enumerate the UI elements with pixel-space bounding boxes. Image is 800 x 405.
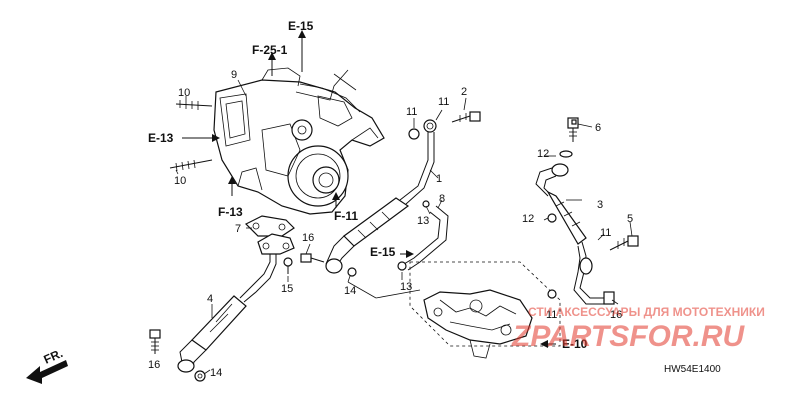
oil-passage-block <box>409 261 561 359</box>
part-number-16: 16 <box>148 359 160 371</box>
ref-f13: F-13 <box>218 205 243 219</box>
bolt-16-lower <box>149 329 161 354</box>
part-number-6: 6 <box>595 122 601 134</box>
part-number-16: 16 <box>610 309 622 321</box>
part-number-9: 9 <box>231 69 237 81</box>
ref-f25-1: F-25-1 <box>252 43 288 57</box>
ref-e10: E-10 <box>562 337 588 351</box>
part-number-16: 16 <box>302 232 314 244</box>
coolant-pipe-3 <box>535 117 615 305</box>
hose-8 <box>397 200 449 271</box>
ref-f11: F-11 <box>334 209 358 223</box>
watermark-site: ZPARTSFOR.RU <box>511 320 746 353</box>
part-number-12: 12 <box>537 148 549 160</box>
watermark: СТИ АКСЕССУАРЫ ДЛЯ МОТОТЕХНИКИ ZPARTSFOR… <box>511 305 765 353</box>
part-number-12: 12 <box>522 213 534 225</box>
part-number-11: 11 <box>600 227 611 239</box>
stud-10-lower <box>169 159 213 172</box>
bolt-16-center <box>283 253 325 274</box>
part-number-13: 13 <box>400 281 412 293</box>
part-number-15: 15 <box>281 283 293 295</box>
ref-e15-top: E-15 <box>288 19 314 33</box>
bolt-5 <box>609 235 639 251</box>
part-number-14: 14 <box>344 285 356 297</box>
front-indicator: FR. <box>26 346 68 384</box>
part-number-13: 13 <box>417 215 429 227</box>
part-number-11: 11 <box>406 106 417 118</box>
bolt-2 <box>451 111 481 123</box>
part-number-14: 14 <box>210 367 222 379</box>
part-number-7: 7 <box>235 223 241 235</box>
ref-e13: E-13 <box>148 131 174 145</box>
part-number-2: 2 <box>461 86 467 98</box>
part-number-10: 10 <box>174 175 186 187</box>
diagram-code: HW54E1400 <box>664 364 721 375</box>
part-number-5: 5 <box>627 213 633 225</box>
part-number-11: 11 <box>546 309 557 321</box>
part-number-10: 10 <box>178 87 190 99</box>
watermark-tagline: СТИ АКСЕССУАРЫ ДЛЯ МОТОТЕХНИКИ <box>528 305 765 319</box>
reference-arrows <box>182 30 556 348</box>
ref-e15-mid: E-15 <box>370 245 396 259</box>
reference-labels: E-15 F-25-1 E-13 F-13 F-11 E-15 E-10 <box>148 19 588 351</box>
turbocharger-assembly <box>213 67 385 215</box>
oil-pipe-4 <box>177 254 277 382</box>
bolt-6 <box>571 119 577 125</box>
oil-feed-pipe-1 <box>325 119 437 277</box>
part-number-1: 1 <box>436 173 442 185</box>
part-number-8: 8 <box>439 193 445 205</box>
part-number-11: 11 <box>438 96 449 108</box>
stud-10-upper <box>175 100 213 110</box>
leader-lines <box>175 79 633 375</box>
part-number-4: 4 <box>207 293 213 305</box>
gasket-7 <box>244 215 295 255</box>
part-number-labels: 9 10 10 11 11 2 1 8 13 13 7 16 15 14 4 1… <box>148 69 633 379</box>
part-number-3: 3 <box>597 199 603 211</box>
